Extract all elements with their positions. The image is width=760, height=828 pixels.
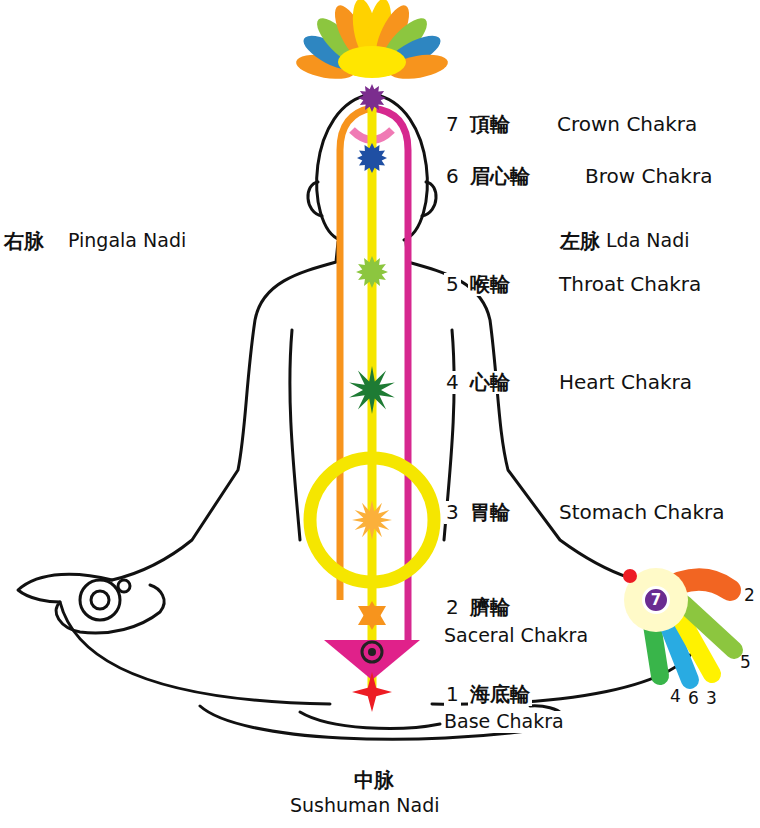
chakra-number: 2 bbox=[444, 596, 461, 619]
chakra-number: 7 bbox=[444, 113, 461, 136]
chakra-name: Brow Chakra bbox=[583, 165, 714, 188]
callout-number: 7 bbox=[651, 591, 661, 609]
chakra-number: 3 bbox=[444, 501, 461, 524]
finger-number: 5 bbox=[738, 653, 753, 673]
hand-chakra-circle: 7 bbox=[642, 586, 670, 614]
finger-number: 3 bbox=[704, 689, 719, 709]
chakra-name: Stomach Chakra bbox=[557, 501, 727, 524]
chakra-number: 6 bbox=[444, 165, 461, 188]
chakra-name: Saceral Chakra bbox=[442, 625, 590, 647]
chakra-symbol bbox=[358, 84, 386, 112]
chakra-name-cjk: 臍輪 bbox=[468, 596, 512, 619]
finger-number: 6 bbox=[686, 689, 701, 709]
chakra-symbol bbox=[349, 366, 395, 414]
nadi-label: 左脉 bbox=[558, 230, 602, 253]
finger-number: 4 bbox=[668, 687, 683, 707]
nadi-label: 右脉 bbox=[2, 230, 46, 253]
chakra-symbol bbox=[352, 672, 392, 712]
chakra-name-cjk: 眉心輪 bbox=[468, 165, 532, 188]
chakra-number: 4 bbox=[444, 371, 461, 394]
left-hand-mudra bbox=[80, 580, 130, 620]
chakra-name-cjk: 喉輪 bbox=[468, 273, 512, 296]
nadi-label: Pingala Nadi bbox=[66, 230, 188, 252]
chakra-name-cjk: 心輪 bbox=[468, 371, 512, 394]
body-outline bbox=[18, 94, 700, 739]
chakra-name: Heart Chakra bbox=[557, 371, 694, 394]
chakra-number: 1 bbox=[444, 683, 461, 706]
nadi-label: Sushuman Nadi bbox=[288, 795, 442, 817]
chakra-name-cjk: 頂輪 bbox=[468, 113, 512, 136]
chakra-symbol bbox=[357, 143, 387, 173]
chakra-number: 5 bbox=[444, 273, 461, 296]
chakra-symbol bbox=[352, 500, 392, 540]
chakra-name: Base Chakra bbox=[442, 711, 566, 733]
lotus bbox=[294, 0, 449, 83]
right-hand-fingers bbox=[623, 568, 734, 680]
chakra-symbol bbox=[356, 256, 388, 288]
chakra-name-cjk: 胃輪 bbox=[468, 501, 512, 524]
chakra-name-cjk: 海底輪 bbox=[468, 683, 532, 706]
finger-number: 2 bbox=[742, 586, 757, 606]
chakra-name: Crown Chakra bbox=[555, 113, 699, 136]
nadi-label: 中脉 bbox=[352, 769, 396, 792]
nadi-label: Lda Nadi bbox=[604, 230, 692, 252]
chakra-name: Throat Chakra bbox=[557, 273, 703, 296]
